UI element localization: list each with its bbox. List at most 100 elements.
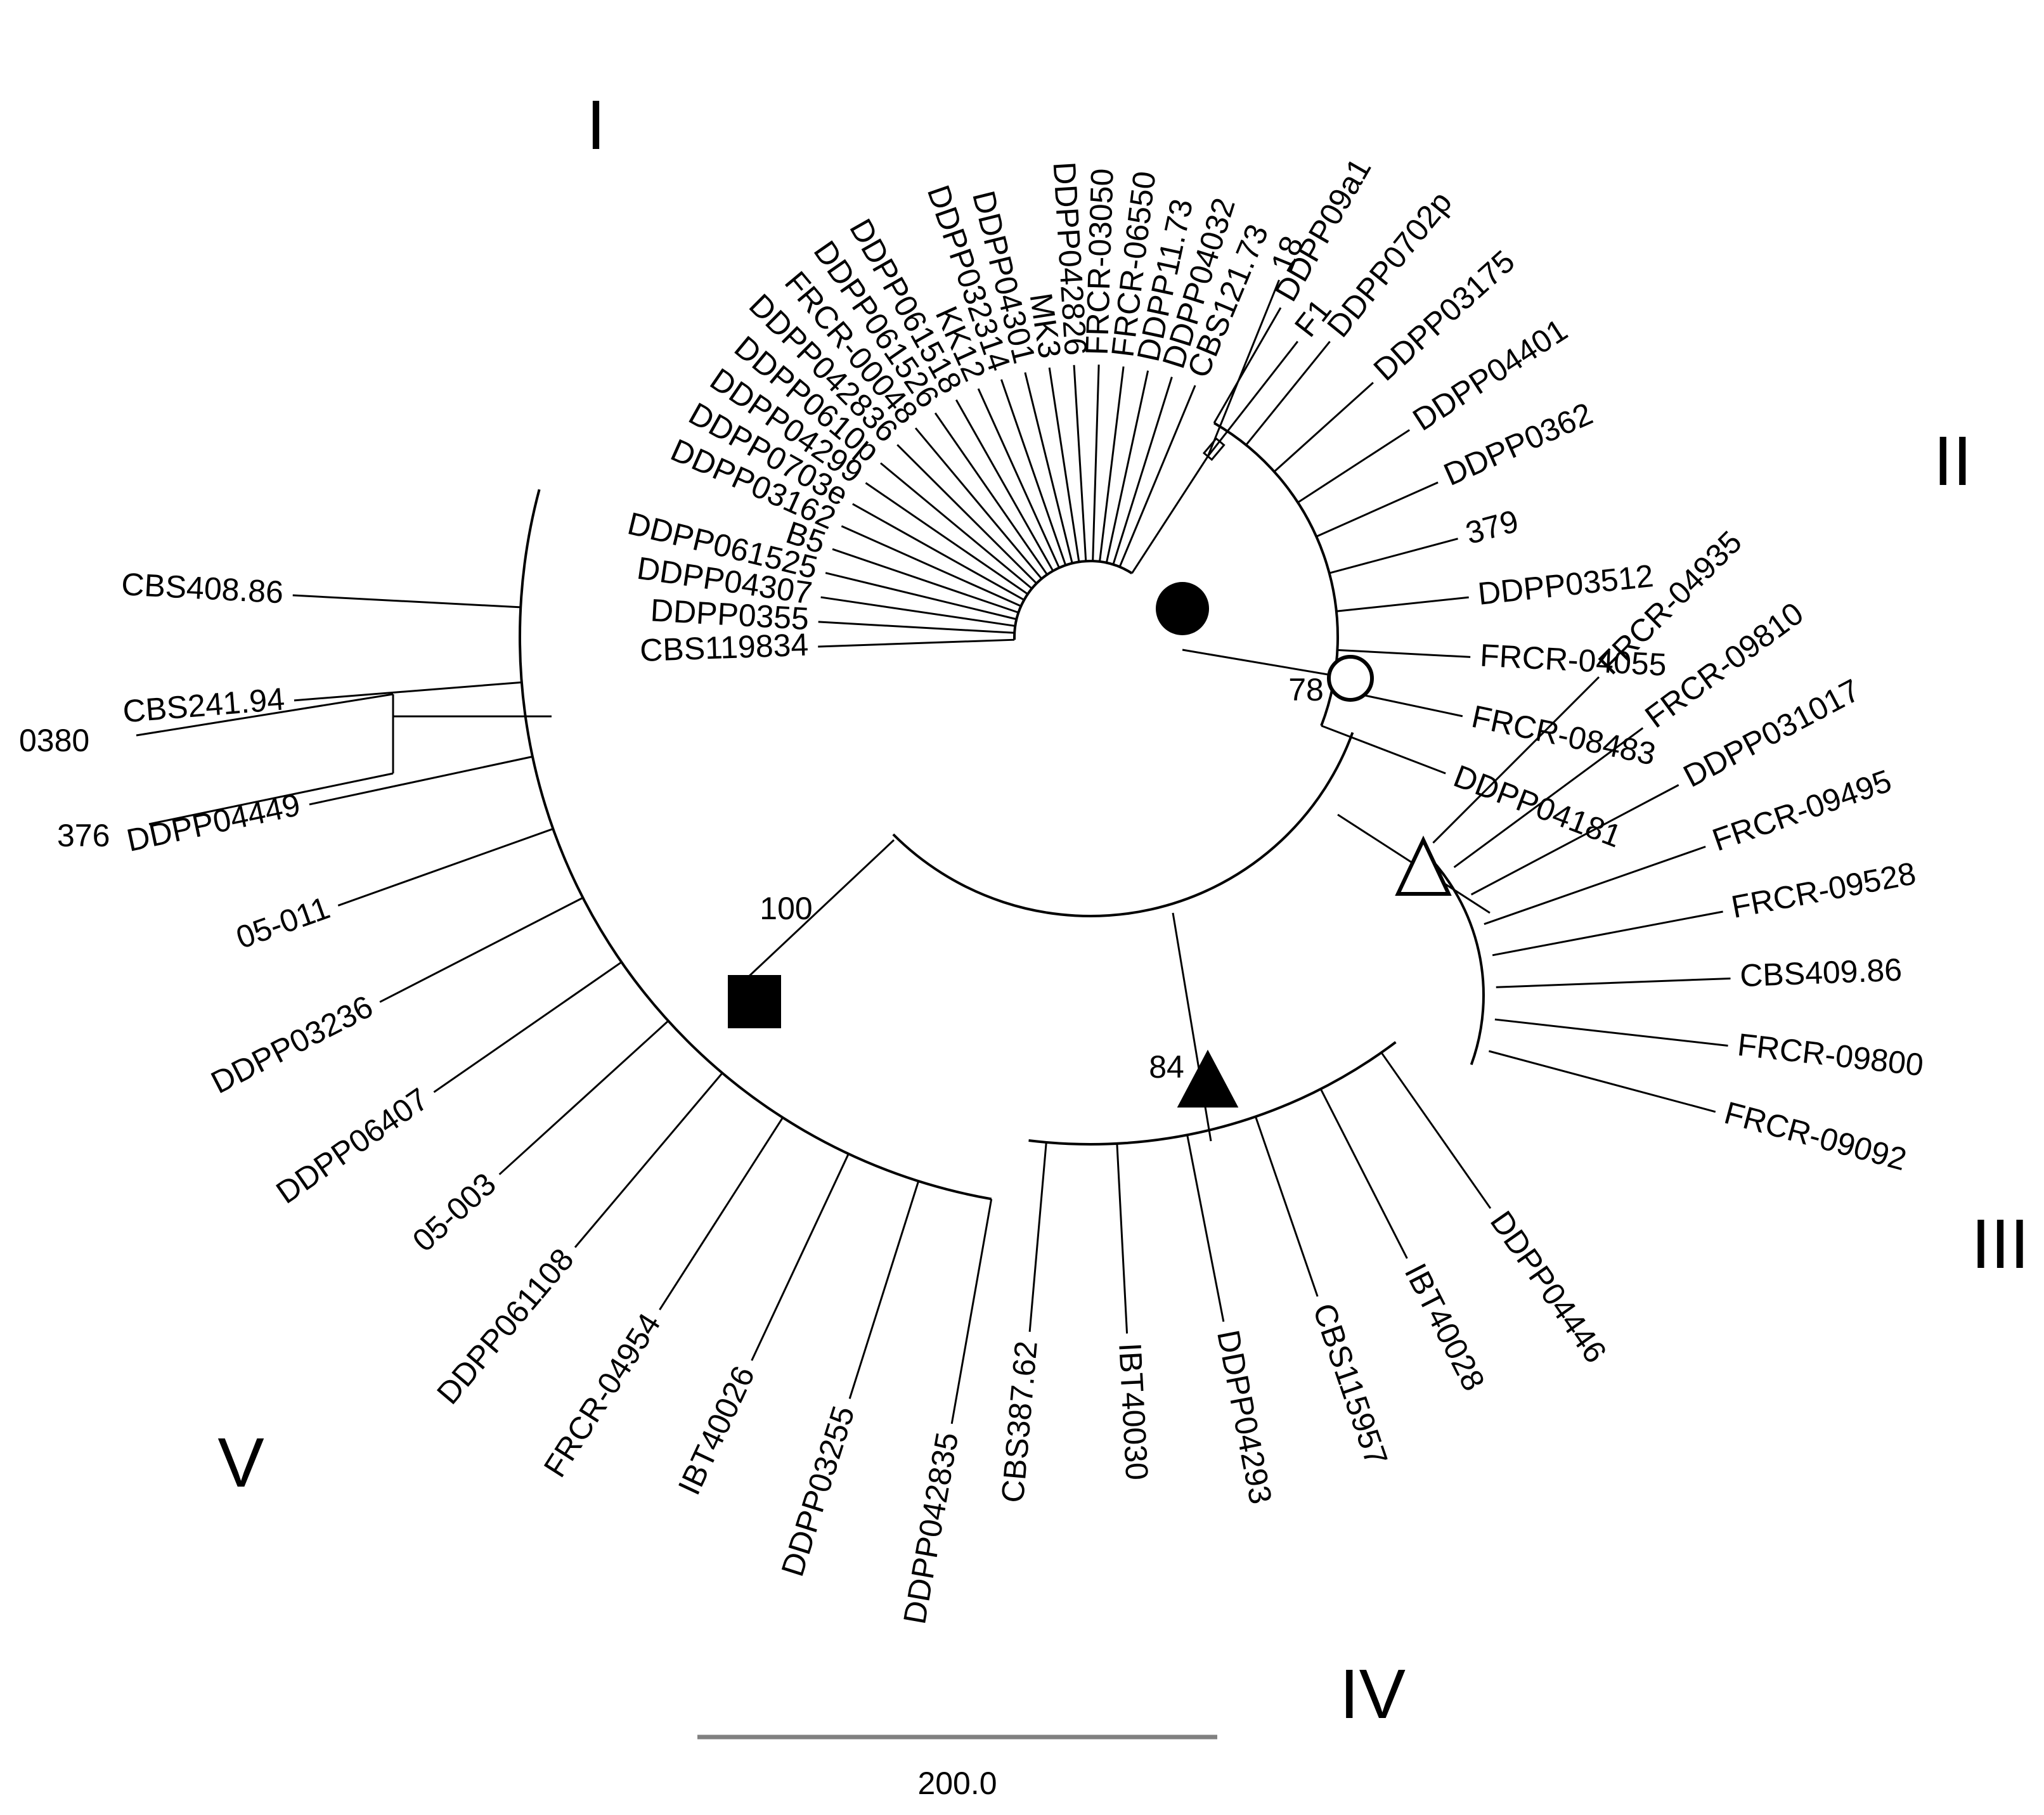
filled-circle-node (1156, 582, 1209, 635)
tip-label: 379 (1462, 503, 1522, 552)
filled-triangle-node (1177, 1049, 1239, 1108)
tip-label: DDPP06407 (270, 1081, 435, 1210)
tip-branch (1099, 366, 1125, 562)
tip-branch (292, 594, 521, 609)
tip-label: DDPP04446 (1484, 1205, 1614, 1369)
tip-branch (1496, 977, 1731, 988)
tip-label: FRCR-04954 (537, 1307, 668, 1483)
tip-branch (1112, 377, 1173, 565)
tip-label: DDPP04293 (1210, 1327, 1279, 1507)
clade-label-I: I (586, 86, 606, 164)
tip-branch (1118, 385, 1196, 567)
tip-branch (1380, 1052, 1492, 1209)
tip-branch (1336, 596, 1469, 612)
tip-branch (852, 503, 1025, 601)
tip-branch (896, 444, 1038, 585)
tip-branch (1329, 538, 1458, 574)
tip-label: 376 (57, 818, 110, 853)
tip-label: FRCR-09092 (1721, 1095, 1910, 1177)
open-circle-node (1327, 655, 1374, 702)
tip-branch (148, 772, 394, 825)
tip-branch (1337, 649, 1471, 658)
tip-branch (1432, 676, 1600, 844)
tip-branch (379, 896, 584, 1003)
clade-label-V: V (217, 1424, 264, 1502)
tip-label: FRCR-08483 (1469, 699, 1659, 772)
clade-label-III: III (1971, 1205, 2029, 1283)
tip-label: CBS409.86 (1739, 952, 1903, 994)
tip-branch (1073, 365, 1087, 562)
tip-label: DDPP0355 (650, 592, 810, 636)
tip-label: CBS115957 (1306, 1299, 1395, 1470)
tip-branch (136, 693, 394, 737)
tip-branch (1092, 365, 1100, 562)
tip-label: CBS408.86 (120, 566, 284, 610)
tip-label: IBT40026 (671, 1360, 762, 1500)
tip-branch (1048, 367, 1080, 562)
tip-branch (659, 1117, 784, 1310)
tip-label: IBT40028 (1398, 1258, 1492, 1397)
subclade-stem (1131, 456, 1209, 574)
tip-branch (820, 596, 1016, 627)
tip-label: 05-003 (406, 1166, 503, 1258)
tip-branch (914, 427, 1043, 579)
tip-branch (1024, 372, 1073, 564)
tip-label: CBS241.94 (122, 681, 286, 729)
tip-branch (1297, 429, 1411, 503)
tip-branch (841, 525, 1022, 607)
tip-branch (433, 961, 623, 1094)
tip-label: DDPP061108 (430, 1242, 581, 1411)
tip-branch (865, 482, 1028, 595)
tip-branch (1000, 379, 1067, 566)
tip-branch (1105, 370, 1149, 564)
clade-label-II: II (1933, 422, 1972, 500)
central-arc (892, 732, 1354, 918)
tip-branch (498, 1020, 669, 1175)
filled-square-node (728, 975, 781, 1028)
tip-branch (832, 548, 1019, 614)
tip-branch (1213, 307, 1282, 424)
stem-V (734, 839, 895, 990)
tip-branch (751, 1153, 850, 1361)
clade-I-arc (1013, 560, 1133, 640)
tip-label: 05-011 (231, 890, 334, 956)
tip-label: FRCR-09495 (1708, 763, 1896, 858)
tip-branch (1492, 910, 1723, 957)
tip-branch (337, 828, 553, 907)
tip-branch (848, 1180, 920, 1399)
bootstrap-78: 78 (1288, 672, 1324, 707)
tip-label: DDPP03255 (775, 1402, 862, 1580)
tip-branch (977, 388, 1061, 569)
tip-label: FRCR-09800 (1736, 1027, 1925, 1083)
tip-branch (1319, 1088, 1408, 1259)
clade-V-arc (519, 489, 992, 1201)
bootstrap-100: 100 (760, 891, 812, 926)
tip-label: IBT40030 (1112, 1342, 1155, 1481)
open-triangle-node (1395, 835, 1452, 896)
scale-bar-label: 200.0 (917, 1766, 997, 1801)
stem-78 (1182, 649, 1351, 680)
clade-label-IV: IV (1340, 1655, 1406, 1733)
tip-label: DDPP042835 (896, 1430, 965, 1627)
tip-branch (1470, 784, 1679, 896)
tip-label: DDPP04181 (1449, 758, 1626, 855)
tip-branch (818, 621, 1015, 634)
tip-branch (1484, 846, 1706, 926)
tip-branch (1116, 1143, 1129, 1334)
clade-III-arc (1423, 851, 1485, 1066)
tip-branch (1028, 1142, 1047, 1332)
tip-branch (934, 412, 1048, 576)
tip-label: DDPP03512 (1476, 558, 1655, 612)
tip-branch (1186, 1135, 1225, 1322)
tip-branch (1255, 1116, 1319, 1297)
tip-branch (574, 1072, 723, 1248)
tip-label: FRCR-03050 (1079, 168, 1120, 356)
tip-branch (818, 638, 1015, 648)
tip-branch (1206, 340, 1298, 457)
tip-label: CBS119834 (639, 627, 809, 668)
tip-branch (1273, 382, 1374, 473)
tip-branch (309, 756, 533, 806)
tip-branch (1489, 1050, 1716, 1113)
tip-branch (825, 572, 1017, 621)
